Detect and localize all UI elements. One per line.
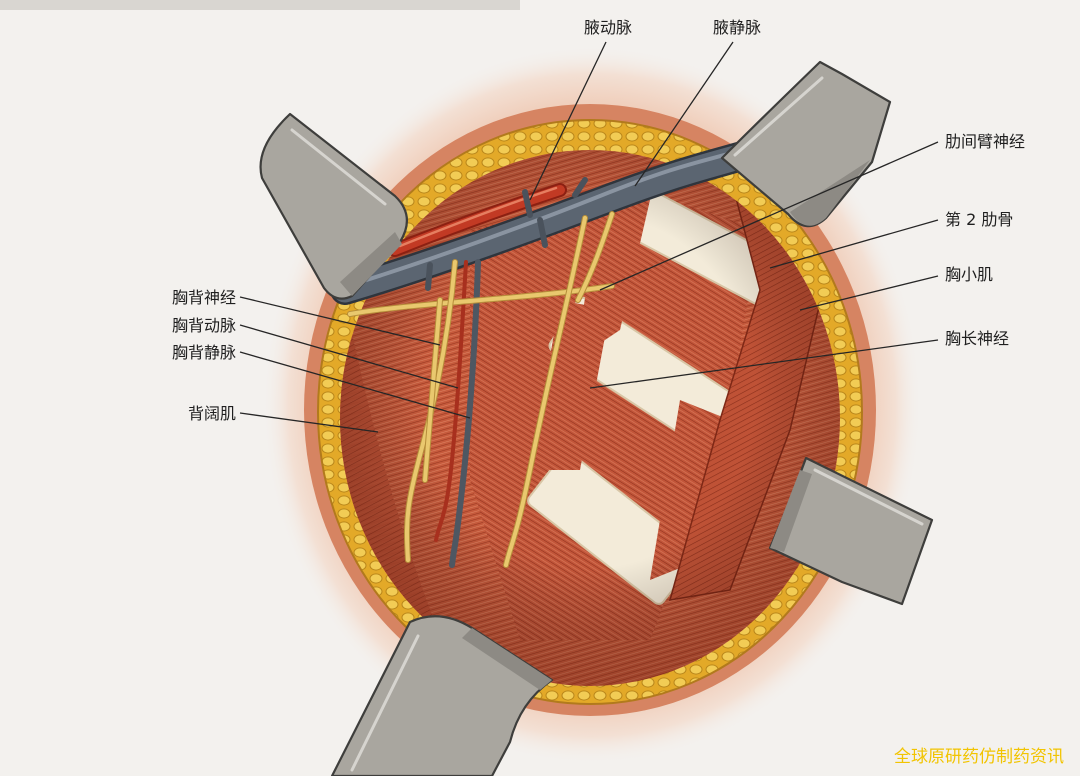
label-thoracodorsal-nerve: 胸背神经 [172, 288, 236, 307]
thoracodorsal-nerve [404, 260, 457, 562]
leader-thoracodorsal-vein [239, 351, 471, 419]
retractor-top-right [720, 60, 892, 228]
label-latissimus-dorsi: 背阔肌 [188, 404, 236, 423]
label-thoracodorsal-vein: 胸背静脉 [172, 343, 236, 362]
label-second-rib: 第 2 肋骨 [945, 210, 1013, 229]
retractor-top-left [259, 112, 408, 300]
axillary-vein-fill [332, 143, 755, 303]
leader-pectoralis-minor [799, 275, 939, 311]
label-pectoralis-minor: 胸小肌 [945, 265, 993, 284]
vein-branches [425, 177, 588, 291]
thoracodorsal-nerve-branch [423, 298, 442, 482]
leader-axillary-artery [529, 41, 607, 201]
watermark-text: 全球原研药仿制药资讯 [894, 747, 1064, 767]
thoracodorsal-artery [434, 260, 468, 542]
intercostobrachial-nerve-root [576, 212, 614, 302]
label-axillary-vein: 腋静脉 [713, 18, 761, 37]
leader-thoracodorsal-artery [239, 324, 459, 389]
leader-latissimus-dorsi [239, 412, 379, 433]
labels: 腋动脉 腋静脉 肋间臂神经 第 2 肋骨 胸小肌 胸长神经 胸背神经 胸背动脉 … [172, 18, 1025, 423]
retractor-bottom-left [330, 615, 554, 776]
thoracodorsal-vein [449, 259, 481, 568]
label-long-thoracic-nerve: 胸长神经 [945, 329, 1009, 348]
leader-long-thoracic-nerve [589, 339, 939, 389]
retractor-bottom-right [768, 456, 934, 606]
top-shadow [0, 0, 520, 10]
label-axillary-artery: 腋动脉 [584, 18, 632, 37]
axillary-artery-fill [390, 185, 565, 255]
axillary-artery-highlight [398, 186, 558, 248]
leader-lines [239, 41, 939, 433]
muscle-bed [340, 150, 840, 686]
nerves [347, 211, 615, 568]
leader-intercostobrachial-nerve [599, 141, 939, 291]
axillary-vein-highlight [358, 150, 737, 284]
label-intercostobrachial-nerve: 肋间臂神经 [945, 132, 1025, 151]
long-thoracic-nerve [504, 216, 587, 567]
label-thoracodorsal-artery: 胸背动脉 [172, 316, 236, 335]
leader-thoracodorsal-nerve [239, 296, 441, 346]
leader-second-rib [769, 219, 939, 269]
leader-axillary-vein [634, 41, 734, 187]
intercostobrachial-nerve [348, 284, 614, 316]
